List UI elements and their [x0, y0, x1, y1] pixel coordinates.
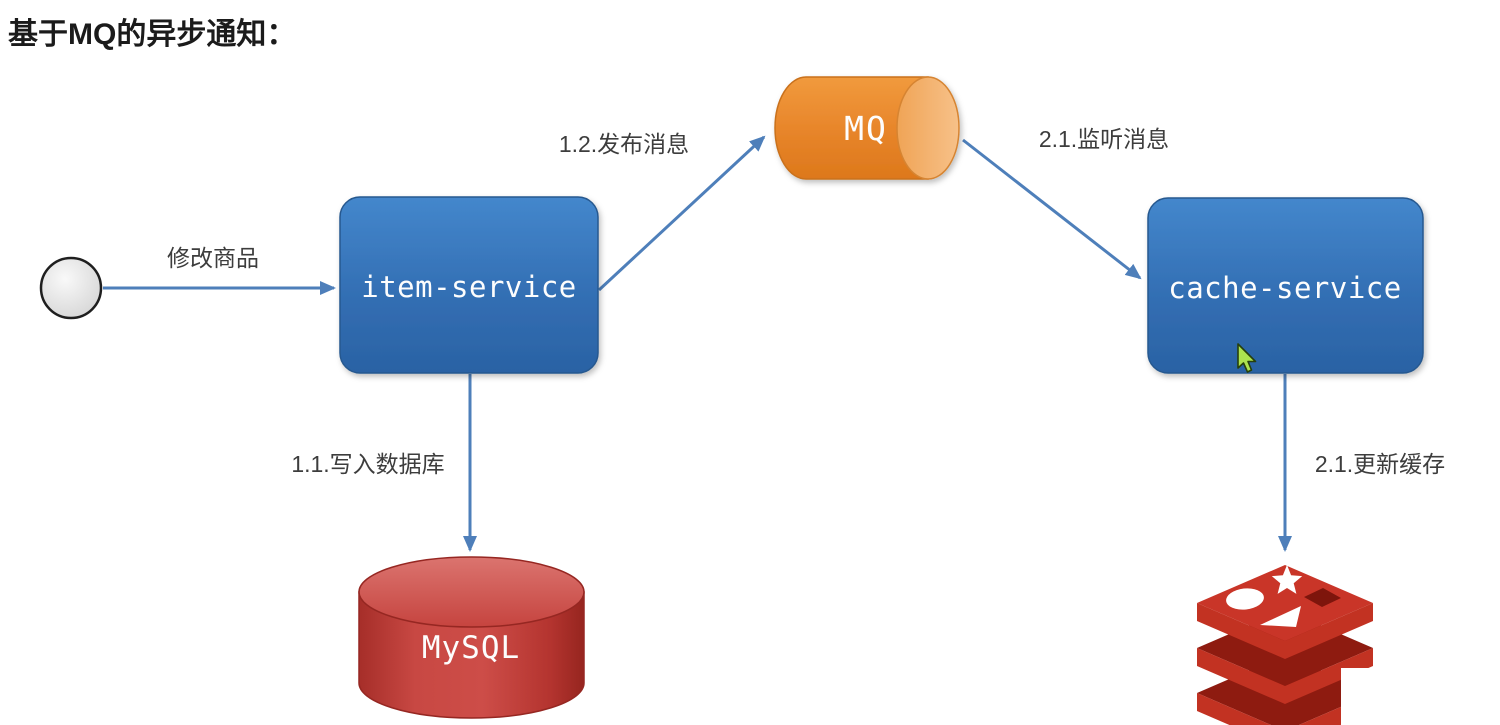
mysql-label: MySQL — [422, 630, 520, 666]
cache-service-box — [1147, 197, 1424, 374]
edge-label-update-cache: 2.1.更新缓存 — [1315, 451, 1445, 477]
mysql-cylinder-top — [358, 556, 585, 628]
edge-label-write-db: 1.1.写入数据库 — [291, 451, 444, 477]
mq-cylinder-body — [774, 76, 929, 180]
mq-cylinder-cap — [896, 76, 960, 180]
redis-ellipse-shape — [1226, 588, 1264, 610]
redis-hole-shape — [1304, 588, 1341, 607]
redis-star-shape — [1271, 565, 1303, 594]
mq-label: MQ — [844, 109, 888, 148]
node-mysql: MySQL — [358, 556, 585, 719]
item-service-box — [339, 196, 599, 374]
item-service-label: item-service — [361, 270, 577, 304]
edge-listen-message-arrow — [962, 138, 1142, 280]
white-overlay-patch — [1341, 668, 1481, 725]
cache-service-label: cache-service — [1168, 271, 1401, 305]
page-title: 基于MQ的异步通知： — [8, 18, 296, 51]
edge-label-publish-message: 1.2.发布消息 — [559, 131, 689, 157]
redis-logo-icon — [1197, 565, 1481, 725]
edge-label-modify-item: 修改商品 — [167, 245, 259, 271]
edge-publish-message-arrow — [597, 135, 766, 292]
node-item-service: item-service — [339, 196, 599, 374]
node-mq: MQ — [774, 76, 960, 180]
edge-label-listen-message: 2.1.监听消息 — [1039, 126, 1169, 152]
node-cache-service: cache-service — [1147, 197, 1424, 374]
actor-start-circle — [39, 256, 103, 320]
mysql-cylinder-body — [358, 591, 585, 719]
redis-triangle-shape — [1260, 606, 1301, 627]
mouse-pointer-cursor — [1237, 343, 1257, 373]
